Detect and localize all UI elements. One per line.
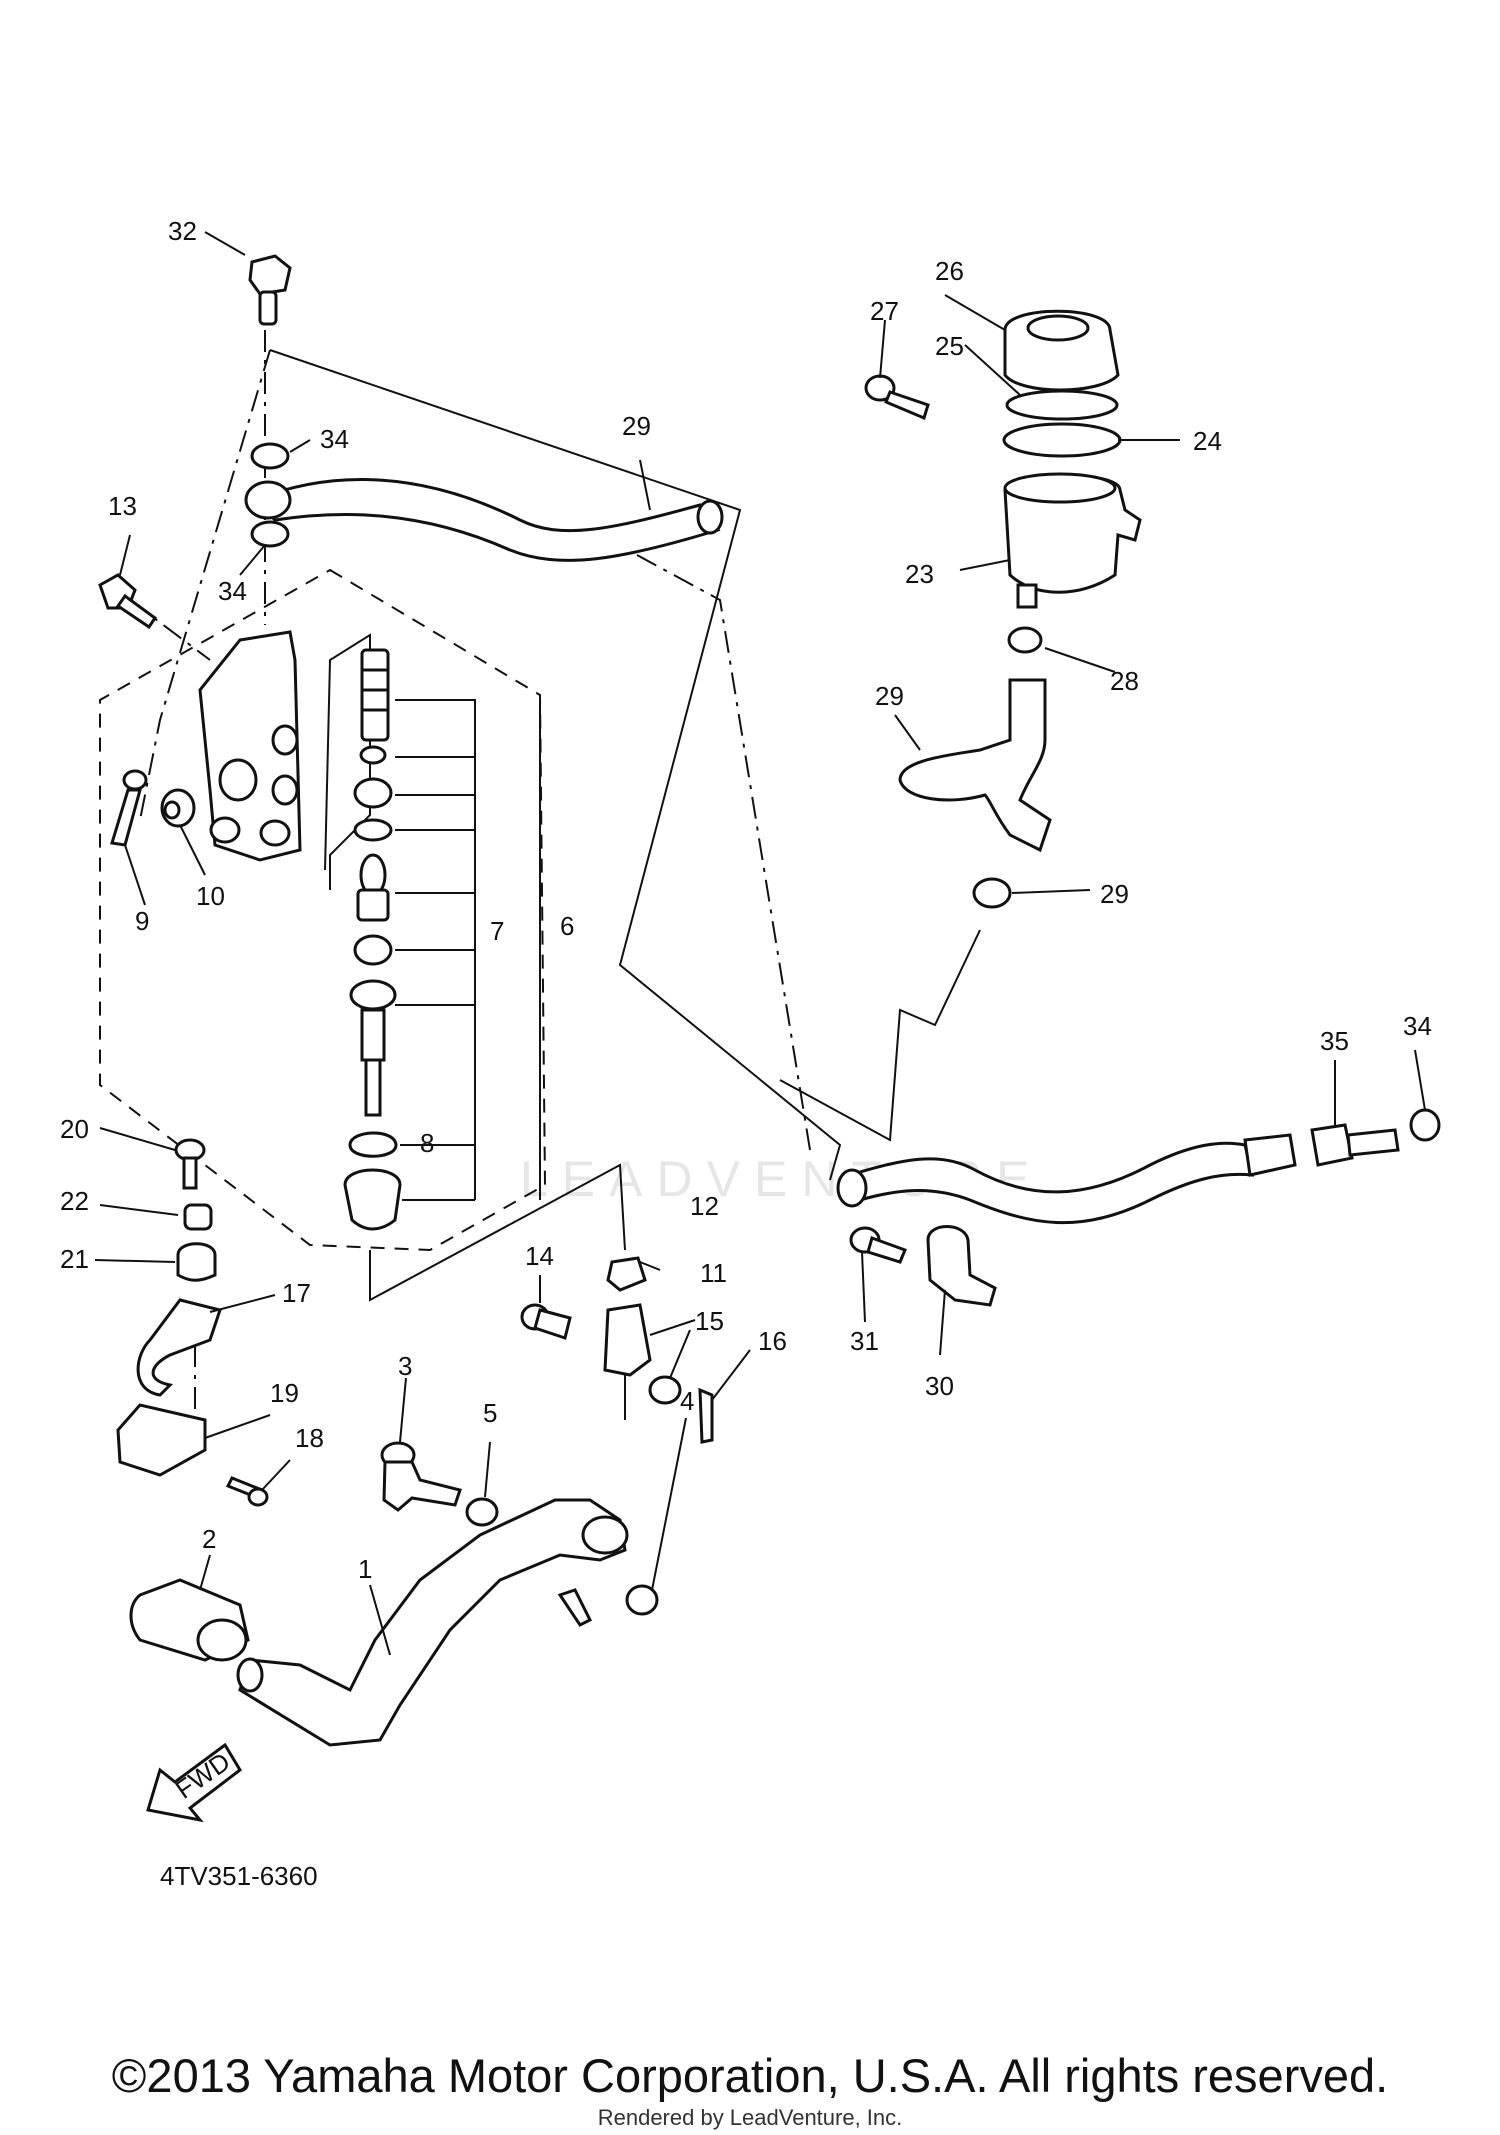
part-code: 4TV351-6360	[160, 1861, 318, 1891]
collar-22	[183, 1203, 213, 1231]
callout-31: 30	[925, 1371, 954, 1401]
callout-18: 18	[295, 1423, 324, 1453]
callout-12: 12	[690, 1191, 719, 1221]
callout-34: 34	[1403, 1011, 1432, 1041]
callout-14: 14	[525, 1241, 554, 1271]
cotter-pin-16	[698, 1387, 714, 1444]
callout-21: 21	[60, 1244, 89, 1274]
hose-clamp-29	[1007, 626, 1043, 654]
callout-24: 24	[1193, 426, 1222, 456]
callout-1: 1	[358, 1554, 372, 1584]
callout-25: 25	[935, 331, 964, 361]
bleeder-9	[110, 769, 148, 847]
callout-13: 13	[108, 491, 137, 521]
bracket-19	[116, 1403, 207, 1477]
callout-26: 26	[935, 256, 964, 286]
callout-28: 29	[875, 681, 904, 711]
pedal-rubber-2	[129, 1578, 250, 1662]
crush-washer	[250, 442, 290, 470]
callout-33: 32	[168, 216, 197, 246]
callout-22: 22	[60, 1186, 89, 1216]
brake-hose-upper-30	[244, 478, 724, 562]
callout-34: 34	[320, 424, 349, 454]
callout-16: 16	[758, 1326, 787, 1356]
leader-line	[369, 1163, 626, 1302]
callout-5: 5	[483, 1398, 497, 1428]
grommet-21	[176, 1242, 217, 1282]
reservoir-assembly	[1002, 309, 1142, 609]
callout-34: 34	[218, 576, 247, 606]
leader-line	[779, 929, 981, 1142]
bracket-7	[395, 699, 476, 1201]
callout-29: 28	[1110, 666, 1139, 696]
piston-kit-parts	[343, 648, 402, 1231]
nut-12	[606, 1256, 647, 1292]
callout-19: 19	[270, 1378, 299, 1408]
copyright-notice: ©2013 Yamaha Motor Corporation, U.S.A. A…	[111, 2049, 1389, 2102]
callout-30: 29	[622, 411, 651, 441]
reservoir-hose-28	[898, 678, 1052, 853]
bolt-20	[174, 1138, 206, 1190]
leader-line	[599, 534, 811, 1151]
diaphragm-24	[1002, 422, 1122, 458]
bleeder-cap-10	[160, 788, 196, 828]
callout-8: 8	[420, 1128, 434, 1158]
callout-labels: 32 34 34 29 13 9 10 7 6 8 26 27 25 24 23…	[60, 216, 1432, 1584]
clevis-pin-14	[520, 1303, 572, 1340]
fwd-arrow-icon: FWD	[146, 1742, 242, 1823]
brake-pedal-1	[236, 1498, 629, 1747]
callout-10: 10	[196, 881, 225, 911]
brake-hose-lower	[836, 1133, 1297, 1225]
callout-27: 27	[870, 296, 899, 326]
washer-5	[465, 1497, 499, 1527]
crush-washer	[250, 520, 290, 548]
callout-35: 35	[1320, 1026, 1349, 1056]
screw-27	[864, 374, 930, 421]
callout-20: 20	[60, 1114, 89, 1144]
banjo-bolt-33	[248, 254, 292, 326]
pivot-bolt-3	[380, 1441, 462, 1512]
union-bolt-35	[1310, 1123, 1400, 1167]
callout-29: 29	[1100, 879, 1129, 909]
leader-line	[139, 349, 271, 821]
washer-4	[625, 1584, 659, 1616]
bolt-18	[225, 1476, 269, 1507]
kit-outline	[99, 568, 547, 1252]
leader-line	[269, 349, 842, 1181]
washer-15	[648, 1375, 682, 1405]
callout-3: 3	[398, 1351, 412, 1381]
callout-9: 9	[135, 906, 149, 936]
hose-clamp-29	[972, 877, 1012, 909]
callout-4: 4	[680, 1386, 694, 1416]
callout-leaders	[94, 231, 1426, 1656]
clevis-11	[603, 1303, 652, 1377]
crush-washer	[1409, 1108, 1441, 1142]
callout-32: 31	[850, 1326, 879, 1356]
bolt-32	[849, 1226, 907, 1264]
callout-7: 7	[490, 916, 504, 946]
bolt-13	[98, 573, 158, 630]
callout-23: 23	[905, 559, 934, 589]
callout-2: 2	[202, 1524, 216, 1554]
master-cylinder-body	[198, 630, 302, 862]
callout-15: 15	[695, 1306, 724, 1336]
callout-17: 17	[282, 1278, 311, 1308]
callout-6: 6	[560, 911, 574, 941]
diaphragm-plate-25	[1005, 389, 1119, 421]
callout-11: 11	[700, 1258, 727, 1288]
hose-clamp-31	[926, 1225, 997, 1307]
rendered-by: Rendered by LeadVenture, Inc.	[597, 2105, 903, 2130]
hose-guide-17	[136, 1298, 222, 1397]
